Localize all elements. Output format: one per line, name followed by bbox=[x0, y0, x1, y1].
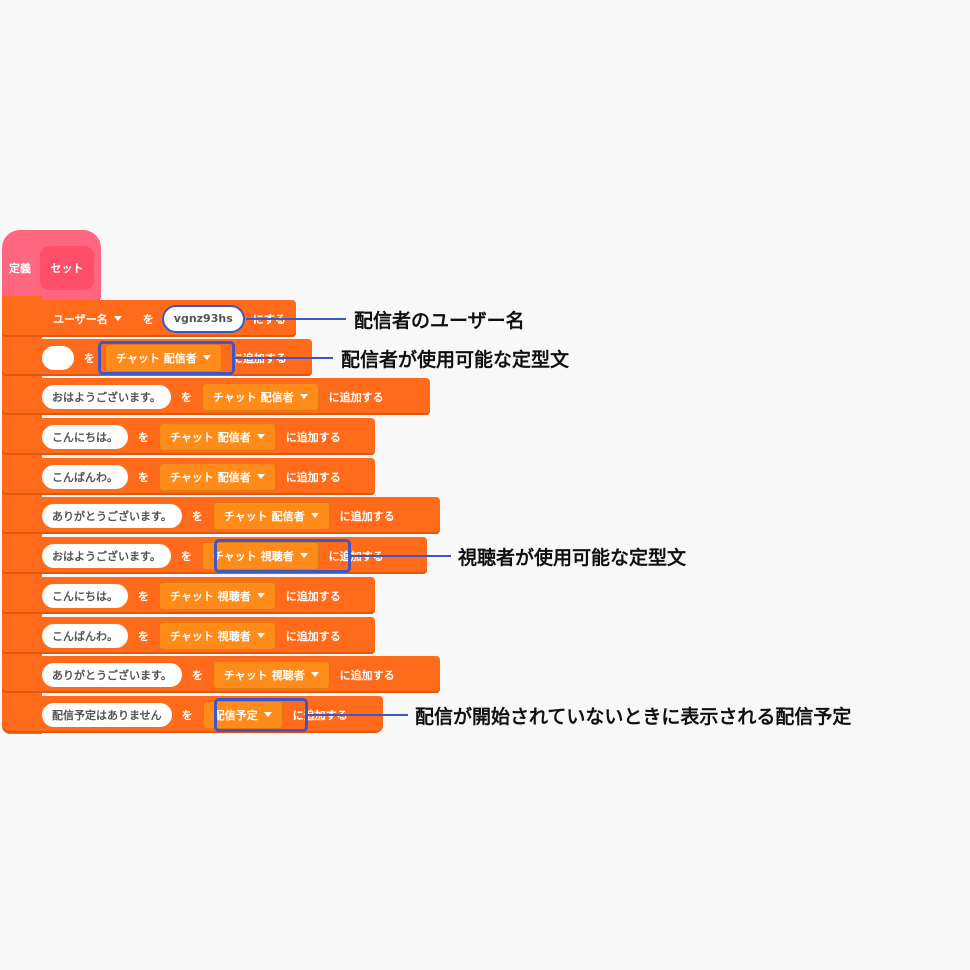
list-dropdown[interactable]: チャット 配信者 bbox=[105, 343, 222, 372]
block-suffix-label: に追加する bbox=[285, 629, 341, 643]
particle-label: を bbox=[138, 589, 149, 603]
block-suffix-label: に追加する bbox=[285, 430, 341, 444]
chevron-down-icon bbox=[299, 394, 308, 399]
list-name: チャット 視聴者 bbox=[170, 629, 251, 643]
define-block-name[interactable]: セット bbox=[40, 246, 94, 290]
text-input[interactable] bbox=[42, 345, 74, 370]
callout-label: 視聴者が使用可能な定型文 bbox=[458, 547, 687, 569]
particle-label: を bbox=[180, 549, 192, 563]
add-to-list-block[interactable]: こんばんわ。 を チャット 配信者 に追加する bbox=[2, 458, 375, 495]
particle-label: を bbox=[181, 708, 193, 722]
chevron-down-icon bbox=[310, 513, 319, 518]
highlight-box bbox=[214, 698, 308, 732]
add-to-list-block[interactable]: ありがとうございます。 を チャット 視聴者 に追加する bbox=[2, 656, 440, 693]
define-label: 定義 bbox=[9, 262, 31, 275]
chevron-down-icon bbox=[256, 633, 265, 638]
chevron-down-icon bbox=[113, 316, 122, 321]
list-name: 配信予定 bbox=[213, 708, 258, 722]
callout-label: 配信者が使用可能な定型文 bbox=[341, 349, 570, 371]
text-input[interactable]: こんにちは。 bbox=[42, 424, 128, 449]
block-suffix-label: に追加する bbox=[285, 470, 341, 484]
list-name: チャット 配信者 bbox=[116, 351, 197, 365]
callout-label: 配信者のユーザー名 bbox=[354, 310, 525, 332]
text-input[interactable]: おはようございます。 bbox=[42, 543, 171, 568]
list-dropdown[interactable]: チャット 視聴者 bbox=[212, 660, 330, 689]
text-input[interactable]: おはようございます。 bbox=[42, 384, 171, 409]
chevron-down-icon bbox=[256, 593, 265, 598]
list-dropdown[interactable]: チャット 配信者 bbox=[159, 422, 276, 451]
chevron-down-icon bbox=[256, 434, 265, 439]
particle-label: を bbox=[191, 668, 203, 682]
list-name: チャット 配信者 bbox=[170, 430, 251, 444]
username-value-input[interactable]: vgnz93hs bbox=[163, 306, 243, 331]
particle-label: を bbox=[142, 312, 154, 326]
text-input[interactable]: こんにちは。 bbox=[42, 583, 128, 608]
list-dropdown[interactable]: チャット 配信者 bbox=[201, 382, 319, 411]
callout-connector bbox=[246, 318, 346, 320]
text-input[interactable]: こんばんわ。 bbox=[42, 623, 128, 648]
list-name: チャット 視聴者 bbox=[223, 668, 305, 682]
particle-label: を bbox=[138, 430, 149, 444]
list-dropdown[interactable]: チャット 配信者 bbox=[212, 501, 330, 530]
chevron-down-icon bbox=[202, 355, 211, 360]
list-name: チャット 視聴者 bbox=[212, 549, 294, 563]
add-to-list-block[interactable]: こんにちは。 を チャット 視聴者 に追加する bbox=[2, 577, 375, 614]
add-to-list-block[interactable]: こんばんわ。 を チャット 視聴者 に追加する bbox=[2, 617, 375, 654]
list-name: チャット 配信者 bbox=[212, 390, 294, 404]
highlight-box bbox=[214, 539, 351, 573]
block-suffix-label: に追加する bbox=[285, 589, 341, 603]
text-input[interactable]: こんばんわ。 bbox=[42, 464, 128, 489]
chevron-down-icon bbox=[310, 672, 319, 677]
list-name: チャット 視聴者 bbox=[170, 589, 251, 603]
callout-connector bbox=[351, 555, 451, 557]
list-name: チャット 配信者 bbox=[223, 509, 305, 523]
highlight-box bbox=[98, 341, 235, 375]
particle-label: を bbox=[191, 509, 203, 523]
list-dropdown[interactable]: チャット 配信者 bbox=[159, 462, 276, 491]
add-to-list-block[interactable]: ありがとうございます。 を チャット 配信者 に追加する bbox=[2, 497, 440, 534]
callout-connector bbox=[235, 357, 333, 359]
chevron-down-icon bbox=[256, 474, 265, 479]
particle-label: を bbox=[138, 629, 149, 643]
callout-connector bbox=[308, 714, 408, 716]
block-suffix-label: に追加する bbox=[339, 509, 395, 523]
block-suffix-label: に追加する bbox=[339, 668, 395, 682]
variable-name: ユーザー名 bbox=[53, 312, 108, 326]
list-dropdown[interactable]: チャット 視聴者 bbox=[159, 621, 276, 650]
block-suffix-label: に追加する bbox=[328, 390, 384, 404]
list-name: チャット 配信者 bbox=[170, 470, 251, 484]
callout-label: 配信が開始されていないときに表示される配信予定 bbox=[415, 706, 852, 728]
add-to-list-block[interactable]: おはようございます。 を チャット 配信者 に追加する bbox=[2, 378, 430, 415]
particle-label: を bbox=[138, 470, 149, 484]
list-dropdown[interactable]: チャット 視聴者 bbox=[201, 541, 319, 570]
text-input[interactable]: 配信予定はありません bbox=[42, 702, 172, 727]
add-to-list-block[interactable]: こんにちは。 を チャット 配信者 に追加する bbox=[2, 418, 375, 455]
chevron-down-icon bbox=[263, 712, 272, 717]
chevron-down-icon bbox=[299, 553, 308, 558]
text-input[interactable]: ありがとうございます。 bbox=[42, 503, 182, 528]
text-input[interactable]: ありがとうございます。 bbox=[42, 662, 182, 687]
variable-dropdown[interactable]: ユーザー名 bbox=[42, 305, 133, 333]
particle-label: を bbox=[84, 351, 95, 365]
particle-label: を bbox=[180, 390, 192, 404]
list-dropdown[interactable]: チャット 視聴者 bbox=[159, 581, 276, 610]
